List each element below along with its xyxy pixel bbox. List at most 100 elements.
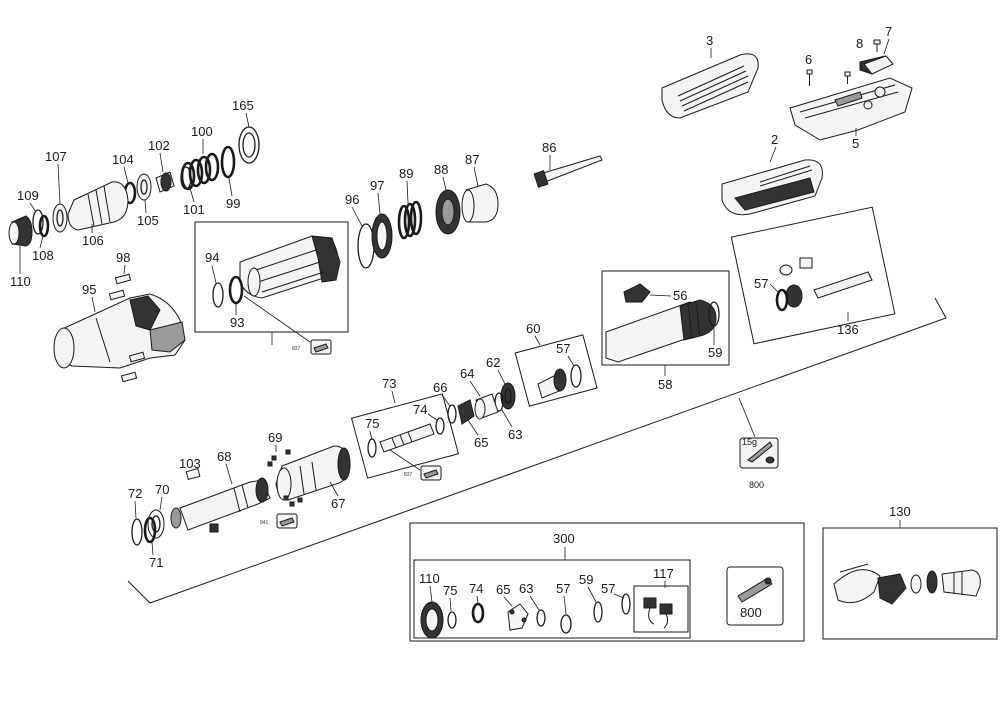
- callout-110: 110: [10, 274, 31, 289]
- part-100-spring[interactable]: [180, 152, 220, 191]
- part-clutch-housing[interactable]: [239, 235, 341, 299]
- callout-2: 2: [771, 132, 778, 147]
- callout-93: 93: [230, 315, 244, 330]
- callout-136: 136: [837, 322, 859, 337]
- part-64-sleeve[interactable]: [474, 393, 499, 420]
- callout-98: 98: [116, 250, 130, 265]
- part-5-housing-frame[interactable]: [789, 55, 913, 141]
- callout-66: 66: [433, 380, 447, 395]
- part-69-balls[interactable]: [267, 449, 303, 507]
- part-65-clutch-ring[interactable]: [457, 399, 475, 425]
- callout-104: 104: [112, 152, 134, 167]
- callout-62: 62: [486, 355, 500, 370]
- callout-87: 87: [465, 152, 479, 167]
- kit-box-800: [726, 566, 784, 626]
- part-89-spring[interactable]: [397, 200, 423, 240]
- grease-tag-15g[interactable]: [739, 437, 779, 469]
- kit-300-inner-box: [413, 559, 691, 639]
- kit-part-63[interactable]: [536, 609, 546, 627]
- callout-109: 109: [17, 188, 39, 203]
- callout-71: 71: [149, 555, 163, 570]
- group-box-93-94: [194, 221, 349, 333]
- part-62-ring[interactable]: [500, 382, 516, 410]
- callout-102: 102: [148, 138, 170, 153]
- callout-57-kit: 57: [754, 276, 768, 291]
- part-108-ring[interactable]: [38, 214, 50, 238]
- part-86-switch-rod[interactable]: [533, 155, 603, 188]
- callout-57-b: 57: [556, 341, 570, 356]
- callout-7: 7: [885, 24, 892, 39]
- part-71-ring[interactable]: [143, 516, 157, 544]
- kit-callout-74: 74: [469, 581, 483, 596]
- callout-64: 64: [460, 366, 474, 381]
- part-8-screw[interactable]: [873, 39, 881, 52]
- callout-800-grease: 800: [749, 480, 764, 490]
- callout-94: 94: [205, 250, 219, 265]
- part-165-washer[interactable]: [238, 126, 260, 164]
- callout-68: 68: [217, 449, 231, 464]
- part-94-ring[interactable]: [212, 282, 224, 308]
- callout-89: 89: [399, 166, 413, 181]
- part-72-ring[interactable]: [131, 518, 143, 546]
- kit-part-57-b[interactable]: [621, 593, 631, 615]
- part-103-key[interactable]: [185, 467, 201, 481]
- part-96-ring[interactable]: [357, 223, 375, 269]
- part-109-ring[interactable]: [32, 209, 44, 235]
- part-110-nose-cap[interactable]: [8, 215, 33, 247]
- callout-97: 97: [370, 178, 384, 193]
- part-106-gear-sleeve[interactable]: [67, 181, 129, 231]
- part-88-gear[interactable]: [435, 189, 461, 235]
- callout-106: 106: [82, 233, 104, 248]
- part-7-switch-cap[interactable]: [863, 55, 894, 75]
- part-105-bearing[interactable]: [136, 173, 152, 201]
- part-98-screws[interactable]: [108, 273, 146, 383]
- kit-part-59[interactable]: [593, 601, 603, 623]
- kit-part-800-grease[interactable]: [737, 577, 773, 603]
- part-97-bearing[interactable]: [371, 213, 393, 259]
- callout-88: 88: [434, 162, 448, 177]
- part-3-side-cover[interactable]: [661, 53, 759, 119]
- callout-59: 59: [708, 345, 722, 360]
- kit-callout-63: 63: [519, 581, 533, 596]
- part-87-sleeve[interactable]: [461, 183, 499, 223]
- kit-part-74[interactable]: [471, 602, 485, 624]
- kit-callout-800: 800: [740, 605, 762, 620]
- callout-65: 65: [474, 435, 488, 450]
- part-70-sleeve[interactable]: [147, 509, 165, 539]
- part-93-ring[interactable]: [228, 275, 244, 305]
- callout-100: 100: [191, 124, 213, 139]
- group-box-58: [601, 270, 730, 366]
- part-67-housing[interactable]: [275, 445, 351, 501]
- kit-part-57[interactable]: [560, 614, 572, 634]
- part-60-spindle-lock[interactable]: [537, 364, 582, 399]
- part-6-screw[interactable]: [806, 69, 851, 86]
- part-58-switch-plate[interactable]: [605, 299, 717, 363]
- part-56-switch[interactable]: [623, 283, 651, 303]
- kit-part-75[interactable]: [447, 611, 457, 629]
- part-130-side-handle[interactable]: [833, 563, 981, 605]
- part-95-front-housing[interactable]: [53, 293, 186, 369]
- callout-300: 300: [553, 531, 575, 546]
- grease-code-841: 841: [260, 520, 269, 526]
- kit-part-65[interactable]: [507, 603, 529, 631]
- part-136-shaft-kit[interactable]: [775, 257, 873, 312]
- grease-tag-841[interactable]: [276, 513, 298, 529]
- kit-part-117-brushes[interactable]: [643, 597, 673, 629]
- part-68-barrel[interactable]: [170, 477, 271, 533]
- callout-6: 6: [805, 52, 812, 67]
- kit-callout-65: 65: [496, 582, 510, 597]
- part-107-sleeve[interactable]: [52, 203, 68, 233]
- callout-73: 73: [382, 376, 396, 391]
- callout-3: 3: [706, 33, 713, 48]
- part-102-gear[interactable]: [155, 171, 175, 193]
- kit-part-110[interactable]: [420, 601, 444, 639]
- grease-tag-837-a[interactable]: [310, 339, 332, 355]
- part-99-ring[interactable]: [220, 145, 236, 179]
- grease-tag-837-b[interactable]: [420, 465, 442, 481]
- part-101-washer[interactable]: [180, 166, 192, 190]
- grease-code-15g: 15g: [742, 437, 757, 447]
- group-box-60: [514, 334, 598, 407]
- part-2-side-cover[interactable]: [721, 159, 823, 216]
- callout-67: 67: [331, 496, 345, 511]
